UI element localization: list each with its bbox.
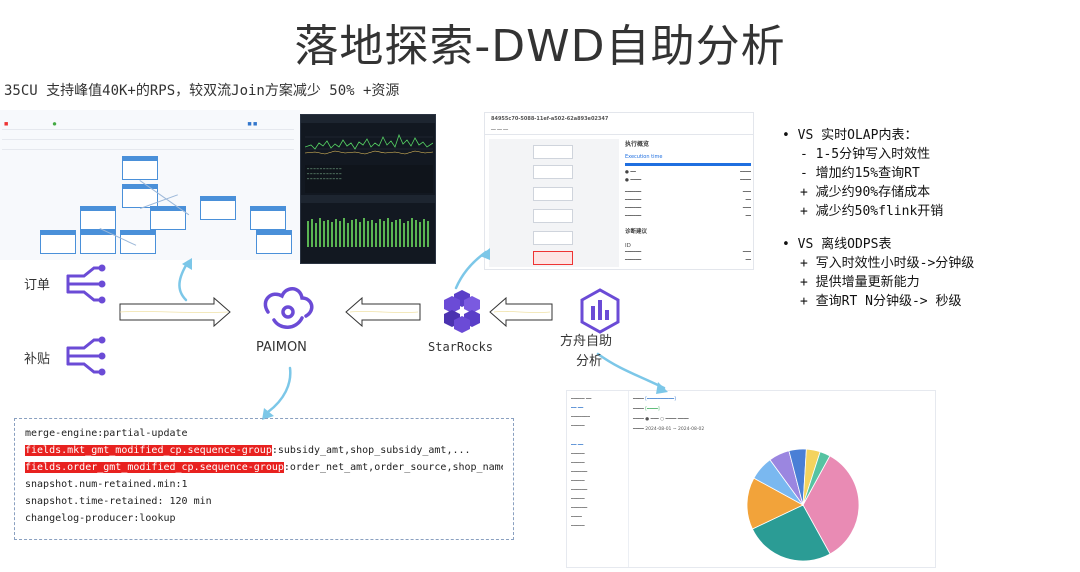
olap-item: - 1-5分钟写入时效性 <box>782 145 1072 164</box>
subsidy-label: 补贴 <box>24 348 50 367</box>
subsidy-circuit-icon <box>68 340 100 372</box>
arrow-down-right <box>598 354 664 388</box>
fangzhou-label-1: 方舟自助 <box>560 330 612 349</box>
config-line: snapshot.time-retained: 120 min <box>25 493 503 510</box>
paimon-logo-icon <box>265 289 311 328</box>
olap-item: - 增加约15%查询RT <box>782 164 1072 183</box>
arrow-up-left <box>179 262 188 300</box>
config-line: fields.mkt_gmt_modified_cp.sequence-grou… <box>25 442 503 459</box>
arrow-order-to-paimon <box>120 298 230 326</box>
config-line: merge-engine:partial-update <box>25 425 503 442</box>
olap-item: + 减少约90%存储成本 <box>782 183 1072 202</box>
config-highlight: fields.order_gmt_modified_cp.sequence-gr… <box>25 462 284 473</box>
odps-item: + 提供增量更新能力 <box>782 273 1072 292</box>
paimon-config-box: merge-engine:partial-update fields.mkt_g… <box>14 418 514 540</box>
config-line: changelog-producer:lookup <box>25 510 503 527</box>
odps-item: + 写入时效性小时级->分钟级 <box>782 254 1072 273</box>
paimon-label: PAIMON <box>256 340 307 355</box>
config-line: snapshot.num-retained.min:1 <box>25 476 503 493</box>
order-circuit-icon <box>68 268 100 300</box>
odps-heading: • VS 离线ODPS表 <box>782 235 1072 254</box>
config-line: fields.order_gmt_modified_cp.sequence-gr… <box>25 459 503 476</box>
fangzhou-label-2: 分析 <box>576 350 602 369</box>
olap-heading: • VS 实时OLAP内表： <box>782 126 1072 145</box>
order-label: 订单 <box>24 274 50 293</box>
starrocks-logo-icon <box>444 290 480 333</box>
arrow-starrocks-to-paimon <box>346 298 420 326</box>
fangzhou-logo-icon <box>582 290 618 332</box>
arrow-fangzhou-to-starrocks <box>490 298 552 326</box>
starrocks-label: StarRocks <box>428 340 493 354</box>
olap-item: + 减少约50%flink开销 <box>782 202 1072 221</box>
comparison-notes: • VS 实时OLAP内表： - 1-5分钟写入时效性 - 增加约15%查询RT… <box>782 126 1072 311</box>
odps-item: + 查询RT N分钟级-> 秒级 <box>782 292 1072 311</box>
arrow-down-left <box>268 368 290 412</box>
arrow-up-right <box>456 252 486 288</box>
config-highlight: fields.mkt_gmt_modified_cp.sequence-grou… <box>25 445 272 456</box>
